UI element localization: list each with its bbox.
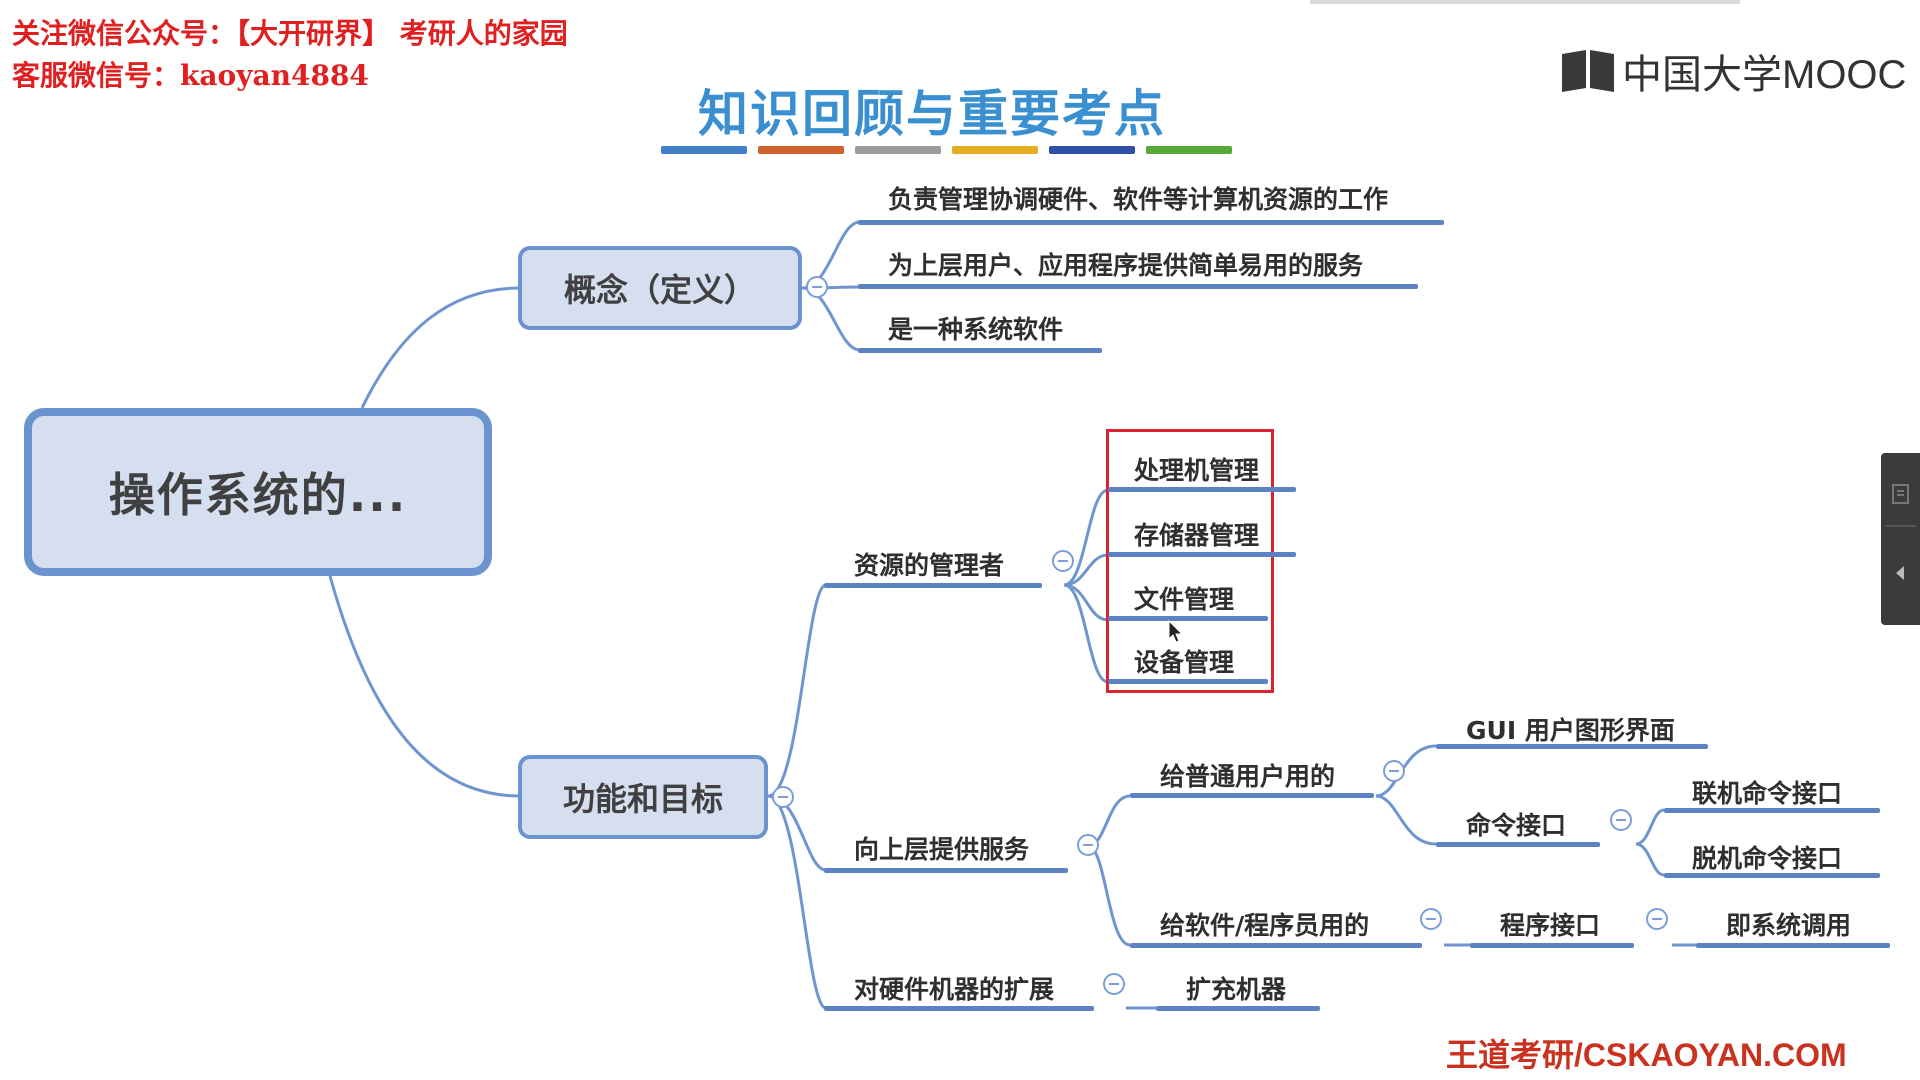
- for-programmers-underline: [1130, 943, 1422, 948]
- functions-collapse-icon[interactable]: [772, 786, 794, 808]
- title-color-bar: [661, 146, 747, 154]
- offline-command-label: 脱机命令接口: [1692, 844, 1843, 873]
- connector-functions-services: [767, 794, 827, 872]
- for-users-collapse-icon[interactable]: [1383, 760, 1405, 782]
- title-color-bar: [952, 146, 1038, 154]
- resource-manager-underline: [824, 583, 1042, 588]
- concept-item-1-underline: [858, 220, 1444, 225]
- root-node-label: 操作系统的...: [108, 468, 408, 522]
- footer-brand: 王道考研/CSKAOYAN.COM: [1446, 1037, 1847, 1073]
- note-icon[interactable]: [1891, 483, 1911, 505]
- concept-item-1: 负责管理协调硬件、软件等计算机资源的工作: [888, 185, 1389, 214]
- program-interface-collapse-icon[interactable]: [1646, 908, 1668, 930]
- title-color-bar: [758, 146, 844, 154]
- command-interface-collapse-icon[interactable]: [1610, 809, 1632, 831]
- connector-concept-3: [801, 286, 861, 352]
- connector-resource-4: [1063, 583, 1109, 684]
- resource-manager-collapse-icon[interactable]: [1052, 550, 1074, 572]
- connector-command-offline: [1635, 842, 1665, 877]
- services-label: 向上层提供服务: [854, 835, 1030, 864]
- resource-item-file-underline: [1108, 616, 1268, 621]
- services-collapse-icon[interactable]: [1077, 834, 1099, 856]
- concept-node-label: 概念（定义）: [563, 271, 756, 309]
- extension-item-label: 扩充机器: [1186, 975, 1287, 1004]
- connector-functions-resource: [767, 583, 827, 798]
- top-scroll-indicator: [1310, 0, 1740, 4]
- concept-item-3-underline: [858, 348, 1102, 353]
- title-color-bar: [1049, 146, 1135, 154]
- syscall-label: 即系统调用: [1726, 911, 1852, 940]
- collapse-left-icon[interactable]: [1894, 565, 1906, 581]
- resource-item-device: 设备管理: [1134, 648, 1235, 677]
- gui-label: GUI 用户图形界面: [1466, 716, 1675, 745]
- connector-resource-2: [1063, 553, 1109, 587]
- program-interface-underline: [1470, 943, 1634, 948]
- title-color-bar: [855, 146, 941, 154]
- connector-functions-extension: [767, 794, 827, 1010]
- concept-collapse-icon[interactable]: [806, 276, 828, 298]
- resource-manager-label: 资源的管理者: [854, 551, 1005, 580]
- side-panel-divider: [1885, 525, 1916, 527]
- resource-item-cpu: 处理机管理: [1134, 456, 1260, 485]
- mouse-cursor-icon: [1168, 620, 1184, 643]
- mooc-logo: 中国大学MOOC: [1560, 42, 1906, 100]
- extension-underline: [824, 1006, 1094, 1011]
- resource-item-file: 文件管理: [1134, 585, 1235, 614]
- highlight-box: [1106, 429, 1274, 693]
- for-users-underline: [1130, 793, 1374, 798]
- concept-item-2-underline: [858, 284, 1418, 289]
- extension-collapse-icon[interactable]: [1103, 973, 1125, 995]
- offline-command-underline: [1664, 873, 1880, 878]
- connector-users-command: [1375, 794, 1437, 846]
- mooc-logo-text: 中国大学MOOC: [1622, 53, 1907, 97]
- for-users-label: 给普通用户用的: [1160, 762, 1336, 791]
- extension-label: 对硬件机器的扩展: [854, 975, 1055, 1004]
- connector-root-concept: [360, 286, 521, 409]
- program-interface-label: 程序接口: [1500, 911, 1601, 940]
- side-panel[interactable]: [1881, 453, 1920, 625]
- concept-item-3: 是一种系统软件: [888, 315, 1064, 344]
- book-icon: [1562, 50, 1614, 92]
- resource-item-memory: 存储器管理: [1134, 521, 1260, 550]
- root-node[interactable]: 操作系统的...: [24, 408, 492, 576]
- command-interface-underline: [1436, 842, 1600, 847]
- watermark-line-2: 客服微信号：kaoyan4884: [12, 59, 369, 92]
- connector-command-online: [1635, 808, 1665, 846]
- functions-node[interactable]: 功能和目标: [518, 755, 768, 839]
- watermark-line-1: 关注微信公众号：【大开研界】 考研人的家园: [12, 17, 568, 50]
- online-command-underline: [1664, 808, 1880, 813]
- syscall-underline: [1696, 943, 1890, 948]
- services-underline: [824, 868, 1068, 873]
- connector-resource-1: [1063, 488, 1109, 587]
- concept-node[interactable]: 概念（定义）: [518, 246, 802, 330]
- online-command-label: 联机命令接口: [1692, 779, 1843, 808]
- concept-item-2: 为上层用户、应用程序提供简单易用的服务: [888, 251, 1364, 280]
- connector-root-functions: [328, 575, 521, 798]
- connector-services-programmers: [1087, 844, 1131, 947]
- resource-item-memory-underline: [1108, 552, 1296, 557]
- slide-title: 知识回顾与重要考点: [698, 85, 1166, 143]
- resource-item-device-underline: [1108, 679, 1268, 684]
- functions-node-label: 功能和目标: [562, 780, 723, 818]
- for-programmers-collapse-icon[interactable]: [1420, 908, 1442, 930]
- for-programmers-label: 给软件/程序员用的: [1160, 911, 1370, 940]
- gui-underline: [1436, 744, 1708, 749]
- command-interface-label: 命令接口: [1466, 811, 1567, 840]
- resource-item-cpu-underline: [1108, 487, 1296, 492]
- extension-item-underline: [1156, 1006, 1320, 1011]
- title-color-bar: [1146, 146, 1232, 154]
